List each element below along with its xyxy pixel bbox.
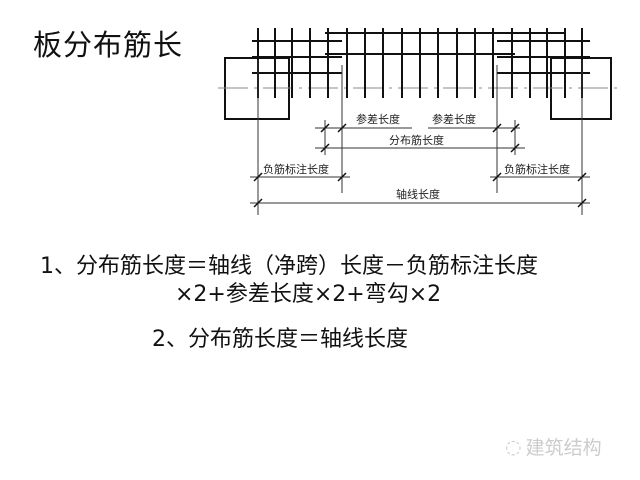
wechat-icon: ◌: [505, 435, 522, 458]
tick-mark: [510, 123, 520, 133]
tick-mark: [337, 123, 347, 133]
formula-1: 1、分布筋长度＝轴线（净跨）长度－负筋标注长度: [40, 254, 538, 279]
dimension-ticks: [253, 123, 587, 208]
label-dist-bar: 分布筋长度: [389, 133, 444, 147]
dimension-lines: [250, 60, 590, 215]
tick-mark: [337, 172, 347, 182]
rebar-diagram: 参差长度 参差长度 分布筋长度 负筋标注长度 负筋标注长度 轴线长度: [218, 28, 620, 215]
tick-mark: [320, 123, 330, 133]
formula-2: 2、分布筋长度＝轴线长度: [152, 327, 408, 352]
label-lap-left: 参差长度: [356, 112, 400, 126]
label-neg-right: 负筋标注长度: [504, 162, 570, 176]
tick-mark: [510, 143, 520, 153]
negative-bars: [252, 32, 590, 74]
watermark-text: 建筑结构: [525, 437, 602, 459]
distribution-bars: [257, 28, 583, 98]
tick-mark: [492, 123, 502, 133]
slide-title: 板分布筋长: [33, 28, 184, 62]
tick-mark: [577, 172, 587, 182]
formula-1-cont: ×2+参差长度×2+弯勾×2: [175, 282, 442, 307]
tick-mark: [320, 143, 330, 153]
watermark: ◌ 建筑结构: [505, 433, 602, 460]
label-neg-left: 负筋标注长度: [263, 162, 329, 176]
tick-mark: [492, 172, 502, 182]
tick-mark: [253, 172, 263, 182]
tick-mark: [577, 198, 587, 208]
tick-mark: [253, 198, 263, 208]
label-lap-right: 参差长度: [432, 112, 476, 126]
label-axis: 轴线长度: [396, 187, 440, 201]
